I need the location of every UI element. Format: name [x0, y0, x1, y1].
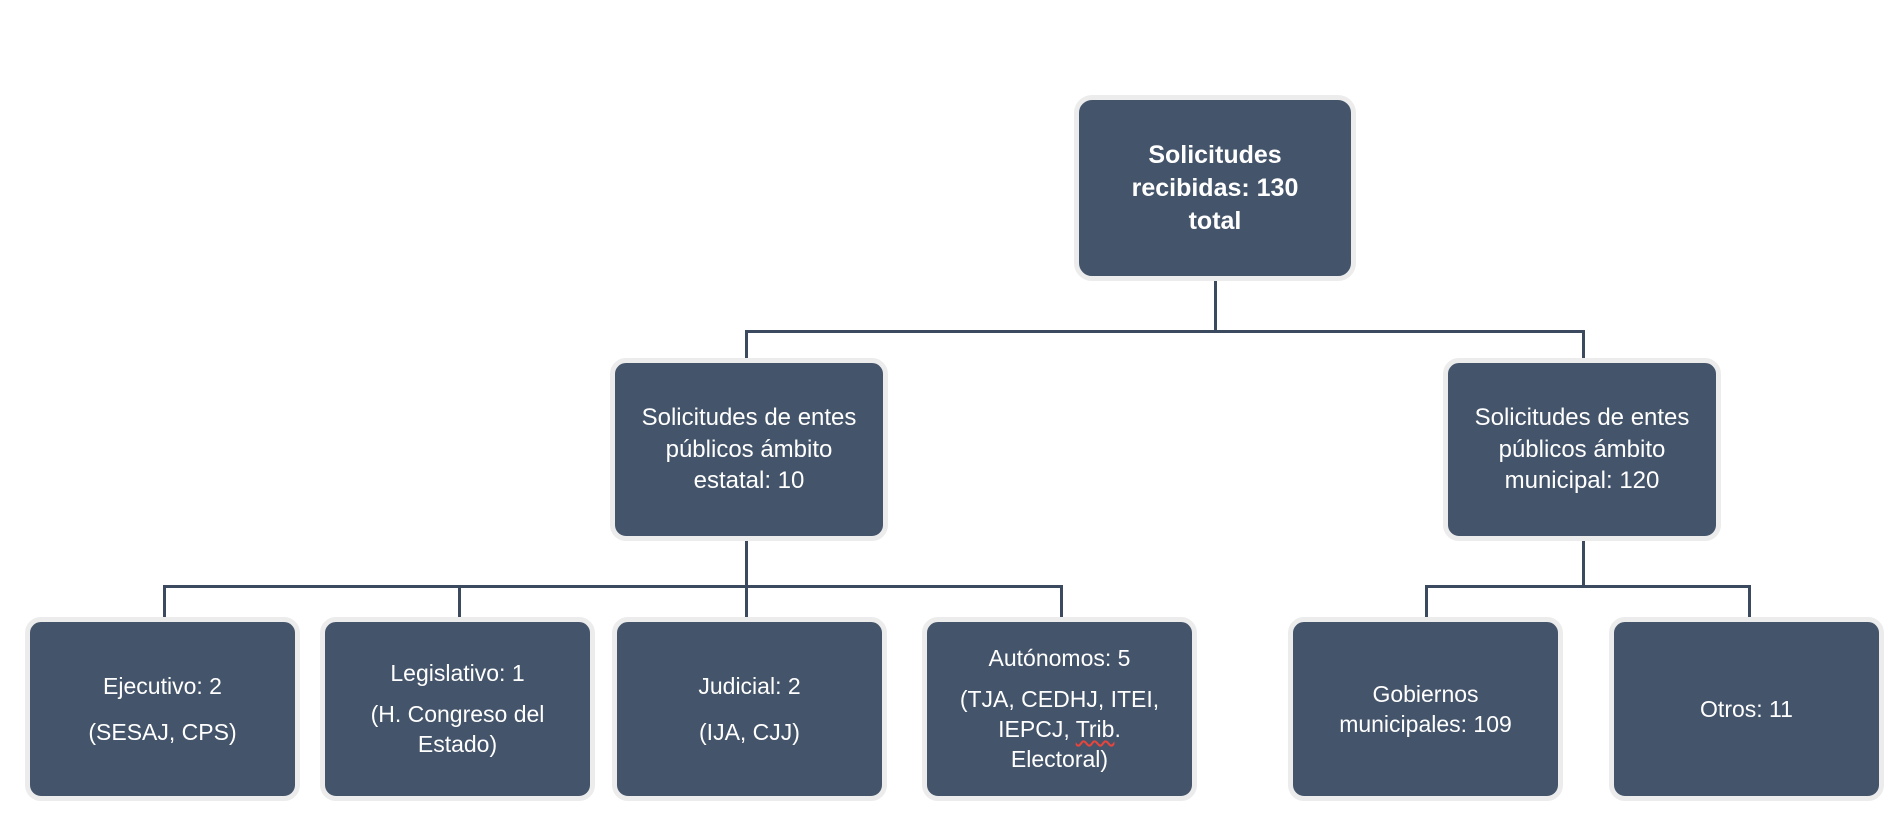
node-line: total — [1188, 206, 1242, 235]
node-line: Electoral) — [1010, 746, 1109, 773]
connector-drop-autonomos — [1060, 585, 1063, 617]
connector-drop-municipal — [1582, 330, 1585, 360]
node-gobiernos-municipales[interactable]: Gobiernos municipales: 109 — [1288, 617, 1563, 801]
node-ambito-municipal[interactable]: Solicitudes de entes públicos ámbito mun… — [1443, 358, 1721, 541]
node-line: Estado) — [417, 731, 498, 758]
node-line: recibidas: 130 — [1131, 173, 1299, 202]
node-line: Ejecutivo: 2 — [103, 672, 222, 699]
node-line: Autónomos: 5 — [988, 645, 1131, 672]
node-otros[interactable]: Otros: 11 — [1609, 617, 1884, 801]
connector-drop-judicial — [745, 585, 748, 617]
connector-municipal-stem — [1582, 540, 1585, 586]
node-line: (SESAJ, CPS) — [88, 719, 237, 745]
node-legislativo[interactable]: Legislativo: 1 (H. Congreso del Estado) — [320, 617, 595, 801]
node-line: municipales: 109 — [1339, 711, 1512, 737]
connector-level1-bus — [745, 330, 1585, 333]
node-line: (IJA, CJJ) — [699, 719, 800, 745]
node-line: estatal: 10 — [693, 467, 805, 495]
node-line: públicos ámbito — [665, 435, 833, 463]
connector-drop-otros — [1748, 585, 1751, 617]
node-judicial[interactable]: Judicial: 2 (IJA, CJJ) — [612, 617, 887, 801]
connector-municipal-bus — [1425, 585, 1751, 588]
connector-estatal-bus — [163, 585, 1063, 588]
node-line-pre: IEPCJ, — [998, 716, 1076, 742]
connector-drop-gobiernos — [1425, 585, 1428, 617]
node-ejecutivo[interactable]: Ejecutivo: 2 (SESAJ, CPS) — [25, 617, 300, 801]
connector-drop-estatal — [745, 330, 748, 360]
node-line: Gobiernos — [1372, 680, 1479, 707]
node-line: Judicial: 2 — [698, 672, 801, 699]
node-line: públicos ámbito — [1498, 435, 1666, 463]
connector-drop-legislativo — [458, 585, 461, 617]
node-line: Solicitudes de entes — [1474, 403, 1690, 431]
node-line-misspelled-wrapper: IEPCJ, Trib. — [937, 714, 1182, 744]
node-autonomos[interactable]: Autónomos: 5 (TJA, CEDHJ, ITEI, IEPCJ, T… — [922, 617, 1197, 801]
node-line: (H. Congreso del — [370, 700, 545, 727]
connector-estatal-stem — [745, 540, 748, 586]
connector-root-stem — [1214, 279, 1217, 331]
node-line: municipal: 120 — [1504, 467, 1660, 495]
connector-drop-ejecutivo — [163, 585, 166, 617]
node-line: Solicitudes de entes — [641, 403, 857, 431]
node-ambito-estatal[interactable]: Solicitudes de entes públicos ámbito est… — [610, 358, 888, 541]
node-line: Otros: 11 — [1700, 695, 1793, 722]
node-line: Solicitudes — [1148, 140, 1282, 169]
node-line-post: . — [1114, 716, 1121, 742]
node-line: (TJA, CEDHJ, ITEI, — [959, 685, 1160, 712]
node-solicitudes-recibidas[interactable]: Solicitudes recibidas: 130 total — [1074, 95, 1356, 281]
spellcheck-underlined-word: Trib — [1075, 716, 1115, 742]
node-line: Legislativo: 1 — [390, 660, 525, 687]
